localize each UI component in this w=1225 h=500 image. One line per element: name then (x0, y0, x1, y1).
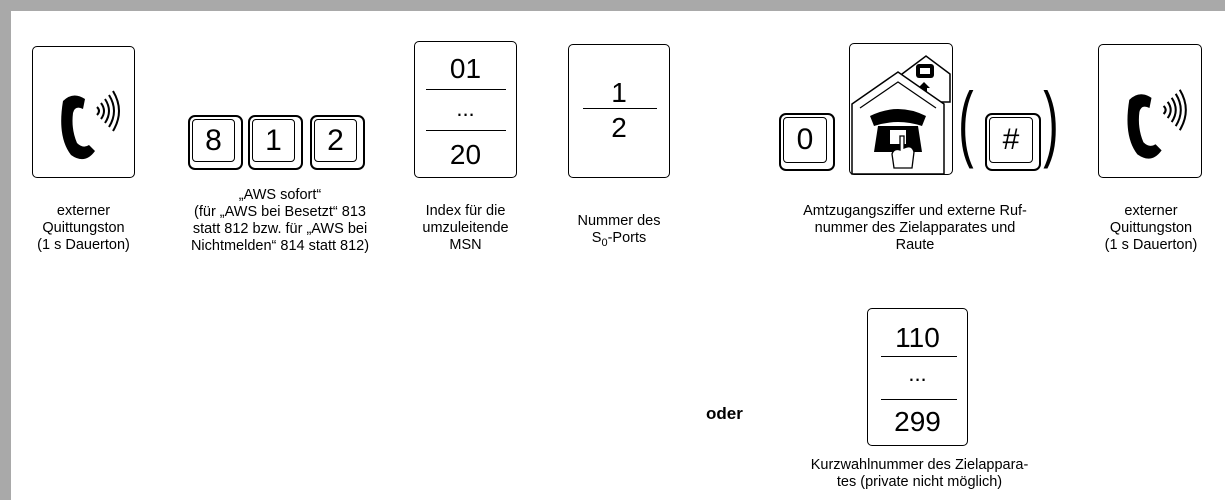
frame-left-bar (0, 0, 11, 500)
key-hash: # (985, 113, 1041, 171)
caption-s0-port: Nummer des S0-Ports (577, 213, 661, 249)
s0-port-2: 2 (611, 112, 627, 143)
caption-msn-index: Index für die umzuleitende MSN (422, 203, 509, 253)
divider (426, 130, 506, 131)
divider (426, 89, 506, 90)
msn-index-ellipsis: ... (456, 96, 475, 121)
speed-dial-last: 299 (894, 406, 941, 437)
key-0: 0 (779, 113, 835, 171)
divider (583, 108, 657, 109)
house-phone-icon (851, 55, 951, 175)
phone-tone-card-1 (32, 46, 135, 178)
caption-external-number: Amtzugangsziffer und externe Ruf- nummer… (803, 203, 1027, 253)
key-1: 1 (248, 115, 303, 170)
caption-tone-2: externer Quittungston (1 s Dauerton) (1104, 203, 1198, 253)
frame-top-bar (0, 0, 1225, 11)
speed-dial-card: 110 ... 299 (867, 308, 968, 446)
caption-tone-1: externer Quittungston (1 s Dauerton) (37, 203, 130, 253)
s0-port-1: 1 (611, 77, 627, 108)
divider (881, 399, 957, 400)
msn-index-first: 01 (449, 53, 482, 84)
s0-port-card: 1 2 (568, 44, 670, 178)
phone-ringing-icon (61, 90, 120, 160)
speed-dial-ellipsis: ... (908, 361, 927, 386)
divider (881, 356, 957, 357)
key-8: 8 (188, 115, 243, 170)
caption-speed-dial: Kurzwahlnummer des Zielappara- tes (priv… (810, 457, 1029, 490)
house-card (849, 43, 953, 175)
phone-ringing-icon (1127, 89, 1187, 159)
open-parenthesis: ( (958, 75, 974, 169)
key-2: 2 (310, 115, 365, 170)
close-parenthesis: ) (1043, 75, 1059, 169)
oder-label: oder (706, 404, 743, 423)
msn-index-card: 01 ... 20 (414, 41, 517, 178)
caption-aws-code: „AWS sofort“ (für „AWS bei Besetzt“ 813 … (190, 187, 370, 254)
phone-tone-card-2 (1098, 44, 1202, 178)
speed-dial-first: 110 (895, 322, 940, 353)
msn-index-last: 20 (449, 139, 482, 170)
